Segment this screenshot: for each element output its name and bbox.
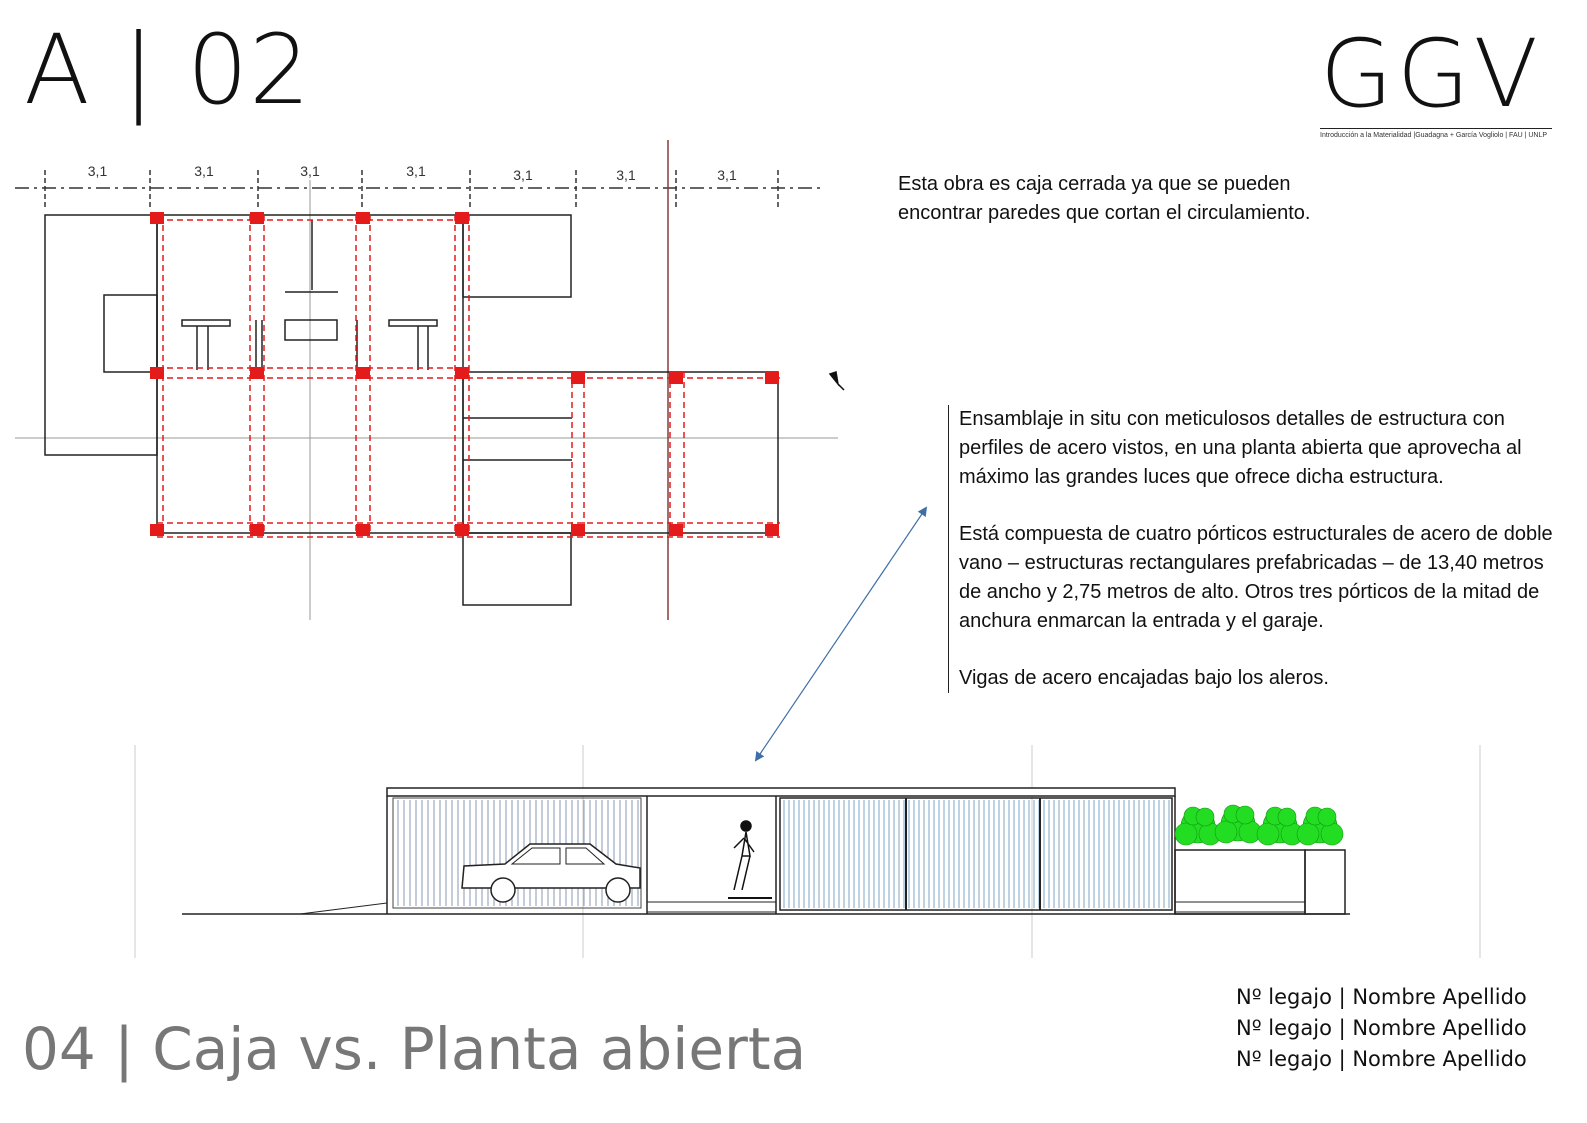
upper-right-wing xyxy=(462,214,572,298)
steel-column-3 xyxy=(250,212,264,224)
walls xyxy=(44,214,779,606)
page-title: 04 | Caja vs. Planta abierta xyxy=(22,1015,807,1083)
shrub-blob-3-1 xyxy=(1296,822,1320,846)
logo-divider xyxy=(1320,128,1552,129)
steel-column-14 xyxy=(669,372,683,384)
cursor-mark xyxy=(828,371,845,391)
furniture-shelf-right xyxy=(388,319,438,327)
planter-wall xyxy=(1174,849,1306,915)
assembly-paragraph-1: Ensamblaje in situ con meticulosos detal… xyxy=(959,408,1522,488)
link-arrow xyxy=(754,506,928,762)
dimension-label-3: 3,1 xyxy=(406,163,426,179)
dimension-labels: 3,1 3,1 3,1 3,1 3,1 3,1 3,1 xyxy=(88,163,737,183)
assembly-paragraph-3: Vigas de acero encajadas bajo los aleros… xyxy=(959,667,1329,689)
steel-column-16 xyxy=(765,372,779,384)
elevation-grid xyxy=(134,745,1481,958)
closed-box-note: Esta obra es caja cerrada ya que se pued… xyxy=(898,173,1311,224)
terrace-step xyxy=(1174,901,1306,913)
left-porch xyxy=(103,294,158,373)
steel-column-10 xyxy=(455,367,469,379)
entry-platform xyxy=(646,901,777,913)
sheet-code: A | 02 xyxy=(24,14,312,126)
dimension-ticks xyxy=(44,170,779,210)
furniture-table xyxy=(284,319,338,341)
planter-box xyxy=(1304,849,1346,915)
dimension-label-1: 3,1 xyxy=(194,163,214,179)
student-line-3: Nº legajo | Nombre Apellido xyxy=(1236,1047,1527,1071)
steel-column-2 xyxy=(150,524,164,536)
furniture-shelf-left xyxy=(181,319,231,327)
left-wing xyxy=(44,214,158,456)
garage-cladding xyxy=(392,797,642,909)
steel-column-4 xyxy=(250,367,264,379)
shrub-0 xyxy=(1174,806,1222,846)
glazing-slats xyxy=(783,800,1170,908)
logo-text: GGV xyxy=(1320,20,1542,129)
shrub-blob-2-4 xyxy=(1277,807,1297,827)
dimension-label-2: 3,1 xyxy=(300,163,320,179)
shrub-blob-3-2 xyxy=(1320,822,1344,846)
shrub-3 xyxy=(1296,806,1344,846)
shrub-2 xyxy=(1256,806,1304,846)
roof-slab xyxy=(386,787,1176,797)
steel-column-7 xyxy=(356,367,370,379)
elevation-drawing xyxy=(134,745,1481,958)
living-glazing-frame xyxy=(779,797,1173,911)
car xyxy=(461,843,641,903)
dimension-label-4: 3,1 xyxy=(513,167,533,183)
shrub-1 xyxy=(1214,804,1262,844)
lower-annex xyxy=(462,532,572,606)
steel-column-12 xyxy=(571,372,585,384)
logo-subtitle: Introducción a la Materialidad |Guadagna… xyxy=(1320,132,1548,139)
steel-column-15 xyxy=(669,524,683,536)
steel-column-8 xyxy=(356,524,370,536)
logo: GGV Introducción a la Materialidad |Guad… xyxy=(1320,28,1560,139)
floor-plan-drawing: 3,1 3,1 3,1 3,1 3,1 3,1 3,1 xyxy=(15,140,845,620)
student-list: Nº legajo | Nombre Apellido Nº legajo | … xyxy=(1236,982,1527,1075)
dimension-label-0: 3,1 xyxy=(88,163,108,179)
garage-wing xyxy=(462,371,779,534)
steel-column-0 xyxy=(150,212,164,224)
dimension-label-5: 3,1 xyxy=(616,167,636,183)
dimension-label-6: 3,1 xyxy=(717,167,737,183)
steel-column-11 xyxy=(455,524,469,536)
shrub-blob-3-4 xyxy=(1317,807,1337,827)
steel-column-13 xyxy=(571,524,585,536)
driveway-ramp xyxy=(299,902,388,915)
shrub-blob-0-1 xyxy=(1174,822,1198,846)
steel-column-5 xyxy=(250,524,264,536)
steel-column-6 xyxy=(356,212,370,224)
student-line-2: Nº legajo | Nombre Apellido xyxy=(1236,1016,1527,1040)
shrub-blob-1-4 xyxy=(1235,805,1255,825)
shrub-blob-1-1 xyxy=(1214,820,1238,844)
steel-structure xyxy=(157,215,780,538)
assembly-paragraph-2: Está compuesta de cuatro pórticos estruc… xyxy=(959,523,1553,632)
shrub-blob-0-4 xyxy=(1195,807,1215,827)
shrub-blob-2-1 xyxy=(1256,822,1280,846)
person xyxy=(728,820,772,899)
assembly-notes: Ensamblaje in situ con meticulosos detal… xyxy=(948,405,1559,693)
steel-column-1 xyxy=(150,367,164,379)
vegetation xyxy=(1174,804,1344,846)
steel-column-9 xyxy=(455,212,469,224)
student-line-1: Nº legajo | Nombre Apellido xyxy=(1236,985,1527,1009)
